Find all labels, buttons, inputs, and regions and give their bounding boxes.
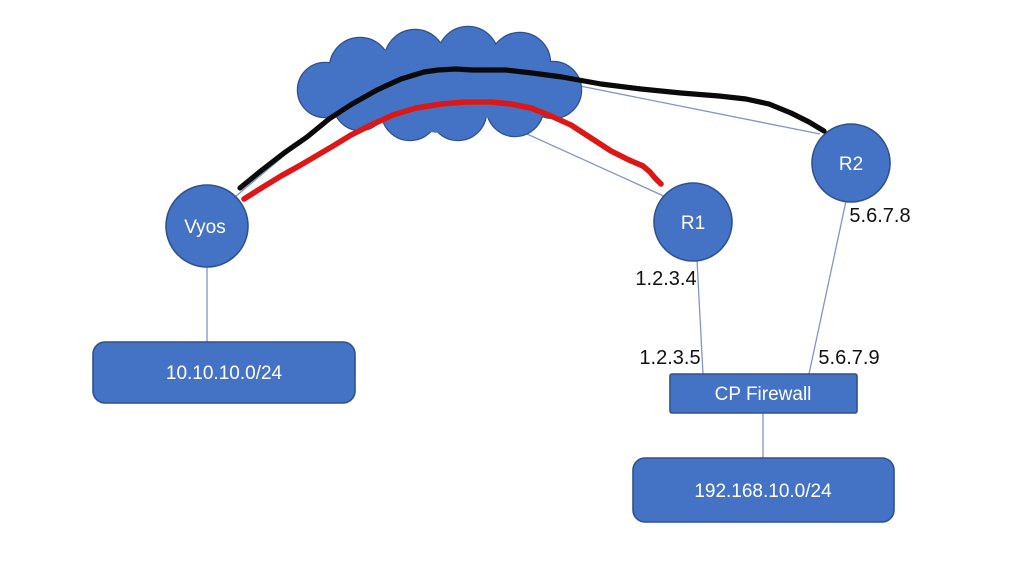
lan-right-box xyxy=(632,457,895,523)
cp-firewall-box xyxy=(669,373,858,414)
tunnel-black-vyos-r2 xyxy=(237,66,827,191)
r1-label: R1 xyxy=(681,213,705,234)
r1-node xyxy=(653,182,733,262)
r1-wan-ip-label: 1.2.3.4 xyxy=(635,268,696,290)
link-cloud-r2 xyxy=(574,84,821,135)
tunnel-red-vyos-r1 xyxy=(241,99,664,202)
internet-cloud-shape xyxy=(296,25,583,142)
lan-left-label: 10.10.10.0/24 xyxy=(166,363,283,384)
fw-right-ip-label: 5.6.7.9 xyxy=(818,347,879,369)
link-r1-firewall xyxy=(696,259,704,375)
r2-wan-ip-label: 5.6.7.8 xyxy=(849,205,910,227)
boxes xyxy=(92,341,895,523)
fw-left-ip-label: 1.2.3.5 xyxy=(639,347,700,369)
lan-right-label: 192.168.10.0/24 xyxy=(694,481,832,502)
r2-label: R2 xyxy=(839,154,863,175)
router-nodes xyxy=(165,123,891,268)
link-r2-firewall xyxy=(808,200,847,375)
vyos-label: Vyos xyxy=(184,217,226,238)
cp-firewall-label: CP Firewall xyxy=(715,384,812,405)
connector-lines xyxy=(206,84,847,458)
r2-node xyxy=(811,123,891,203)
link-cloud-r1 xyxy=(504,123,669,199)
lan-left-box xyxy=(92,341,356,404)
vyos-node xyxy=(165,184,249,268)
